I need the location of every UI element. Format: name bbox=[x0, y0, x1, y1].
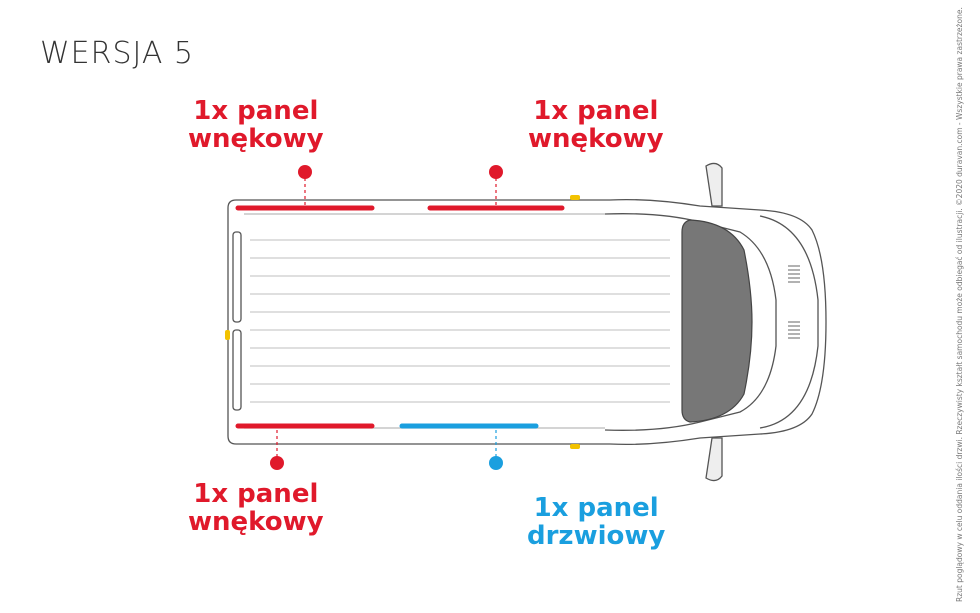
label-line: wnękowy bbox=[188, 507, 324, 537]
label-line: 1x panel bbox=[193, 479, 319, 509]
label-line: 1x panel bbox=[533, 493, 659, 523]
label-line: 1x panel bbox=[193, 96, 319, 126]
label-top-right: 1x panel wnękowy bbox=[528, 97, 664, 153]
top-right-dot bbox=[489, 165, 503, 179]
label-line: wnękowy bbox=[188, 124, 324, 154]
copyright-note: Rzut poglądowy w celu oddania ilości drz… bbox=[955, 7, 964, 602]
label-line: drzwiowy bbox=[527, 521, 666, 551]
label-line: 1x panel bbox=[533, 96, 659, 126]
label-bottom-left: 1x panel wnękowy bbox=[188, 480, 324, 536]
top-left-dot bbox=[298, 165, 312, 179]
bottom-right-dot bbox=[489, 456, 503, 470]
label-top-left: 1x panel wnękowy bbox=[188, 97, 324, 153]
label-line: wnękowy bbox=[528, 124, 664, 154]
bottom-left-dot bbox=[270, 456, 284, 470]
diagram-title: WERSJA 5 bbox=[40, 36, 194, 71]
label-bottom-right: 1x panel drzwiowy bbox=[527, 494, 665, 550]
windshield bbox=[681, 219, 753, 423]
